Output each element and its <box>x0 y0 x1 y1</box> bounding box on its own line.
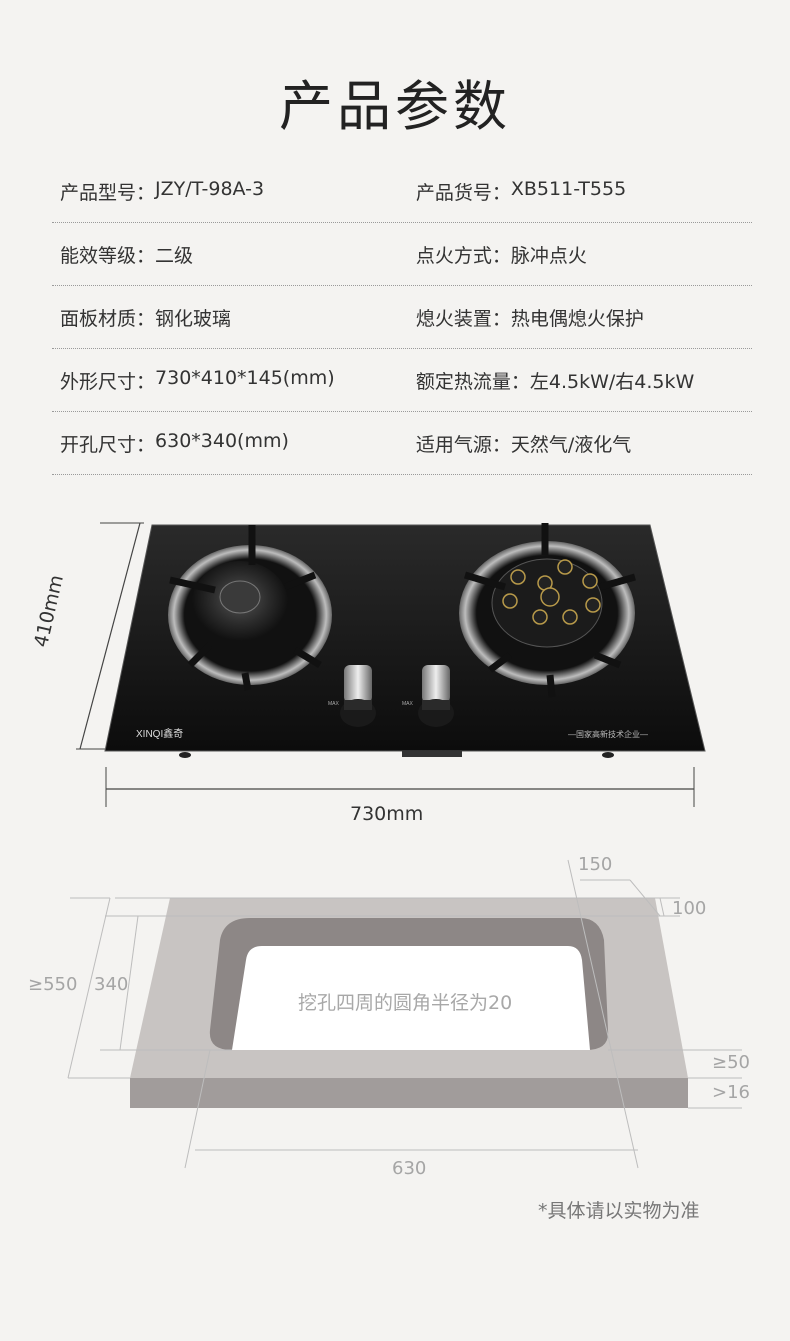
spec-key: 能效等级： <box>60 244 156 267</box>
spec-row: 外形尺寸：730*410*145(mm) 额定热流量：左4.5kW/右4.5kW <box>52 349 752 412</box>
left-knob-max-label: MAX <box>328 701 340 707</box>
thickness-label: >16 <box>712 1082 750 1103</box>
width-dimension-label: 730mm <box>350 803 424 825</box>
spec-row: 产品型号：JZY/T-98A-3 产品货号：XB511-T555 <box>52 160 752 223</box>
top-width-label: 150 <box>578 854 613 875</box>
spec-item: 能效等级：二级 <box>52 241 408 268</box>
spec-item: 产品货号：XB511-T555 <box>408 178 752 205</box>
spec-item: 外形尺寸：730*410*145(mm) <box>52 367 408 394</box>
min-depth-label: ≥550 <box>28 974 78 995</box>
stove-graphic: MAX MAX XINQI鑫奇 —国家高新技术企业— <box>76 522 706 807</box>
spec-key: 点火方式： <box>415 244 511 267</box>
right-burner <box>459 523 636 698</box>
spec-row: 面板材质：钢化玻璃 熄火装置：热电偶熄火保护 <box>52 286 752 349</box>
page-title: 产品参数 <box>279 75 511 138</box>
hole-width-label: 630 <box>392 1158 427 1179</box>
spec-key: 产品型号： <box>60 181 156 204</box>
countertop-edge <box>130 1078 688 1108</box>
left-knob <box>340 665 376 727</box>
spec-key: 适用气源： <box>415 433 511 456</box>
spec-value: XB511-T555 <box>510 177 627 200</box>
disclaimer: *具体请以实物为准 <box>538 1200 700 1222</box>
spec-value: 天然气/液化气 <box>510 433 632 456</box>
spec-row: 能效等级：二级 点火方式：脉冲点火 <box>52 223 752 286</box>
front-gap-label: ≥50 <box>712 1052 750 1073</box>
right-knob-max-label: MAX <box>402 701 414 707</box>
spec-item: 产品型号：JZY/T-98A-3 <box>52 178 408 205</box>
spec-value: 二级 <box>155 244 194 267</box>
brand-logo: XINQI鑫奇 <box>136 727 183 740</box>
spec-item: 开孔尺寸：630*340(mm) <box>52 430 408 457</box>
spec-value: 左4.5kW/右4.5kW <box>529 370 695 393</box>
spec-value: 630*340(mm) <box>155 429 289 452</box>
spec-key: 产品货号： <box>415 181 511 204</box>
spec-value: 钢化玻璃 <box>155 307 232 330</box>
spec-value: 脉冲点火 <box>510 244 587 267</box>
corner-radius-note: 挖孔四周的圆角半径为20 <box>298 992 513 1014</box>
hightech-badge: —国家高新技术企业— <box>568 729 648 739</box>
hole-depth-label: 340 <box>94 974 129 995</box>
spec-item: 点火方式：脉冲点火 <box>408 241 752 268</box>
spec-key: 外形尺寸： <box>60 370 156 393</box>
stove-illustration: MAX MAX XINQI鑫奇 —国家高新技术企业— <box>40 505 760 835</box>
spec-item: 面板材质：钢化玻璃 <box>52 304 408 331</box>
height-dimension-line <box>79 522 141 750</box>
spec-item: 额定热流量：左4.5kW/右4.5kW <box>408 367 752 394</box>
cutout-diagram: 150 100 ≥550 340 ≥50 >16 630 <box>20 850 780 1190</box>
spec-value: JZY/T-98A-3 <box>155 177 265 200</box>
right-knob <box>418 665 454 727</box>
left-burner <box>168 525 332 691</box>
spec-key: 面板材质： <box>60 307 156 330</box>
spec-value: 730*410*145(mm) <box>155 366 335 389</box>
spec-key: 额定热流量： <box>415 370 530 393</box>
spec-item: 熄火装置：热电偶熄火保护 <box>408 304 752 331</box>
top-depth-label: 100 <box>672 898 707 919</box>
countertop-graphic <box>67 859 742 1169</box>
spec-row: 开孔尺寸：630*340(mm) 适用气源：天然气/液化气 <box>52 412 752 475</box>
cutout-hole <box>232 946 590 1050</box>
spec-value: 热电偶熄火保护 <box>510 307 644 330</box>
spec-key: 熄火装置： <box>415 307 511 330</box>
spec-item: 适用气源：天然气/液化气 <box>408 430 752 457</box>
spec-table: 产品型号：JZY/T-98A-3 产品货号：XB511-T555 能效等级：二级… <box>52 160 752 475</box>
spec-key: 开孔尺寸： <box>60 433 156 456</box>
